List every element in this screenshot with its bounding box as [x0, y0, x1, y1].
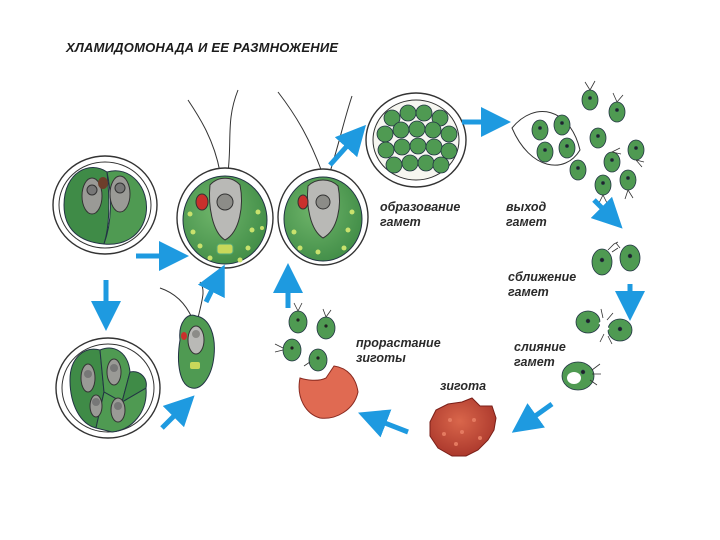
arrow-8	[590, 196, 623, 229]
arrow-3	[160, 395, 195, 430]
arrow-4	[197, 264, 225, 304]
label-zygote-germination: прорастание зиготы	[356, 336, 441, 365]
mother-cell-two-daughters	[52, 155, 158, 255]
mother-cell-four-daughters	[55, 337, 161, 439]
approaching-gametes	[591, 241, 641, 276]
young-zoospore	[159, 281, 215, 389]
cell-before-gametes	[277, 91, 369, 266]
mature-cell	[176, 89, 274, 269]
arrow-10	[511, 401, 554, 433]
arrows	[91, 107, 645, 438]
label-gamete-formation: образование гамет	[380, 200, 461, 229]
fusing-gametes	[561, 308, 633, 391]
zygote	[429, 397, 497, 457]
arrow-6	[328, 124, 367, 167]
arrow-11	[358, 409, 409, 438]
diagram-title: ХЛАМИДОМОНАДА И ЕЕ РАЗМНОЖЕНИЕ	[66, 40, 339, 55]
label-gamete-fusion: слияние гамет	[514, 340, 566, 369]
label-zygote: зигота	[440, 379, 487, 393]
released-gametes	[511, 80, 645, 204]
label-gamete-exit: выход гамет	[506, 200, 547, 229]
germinating-zygote	[274, 302, 359, 419]
label-gamete-approach: сближение гамет	[508, 270, 577, 299]
gamete-formation-cell	[365, 92, 467, 188]
